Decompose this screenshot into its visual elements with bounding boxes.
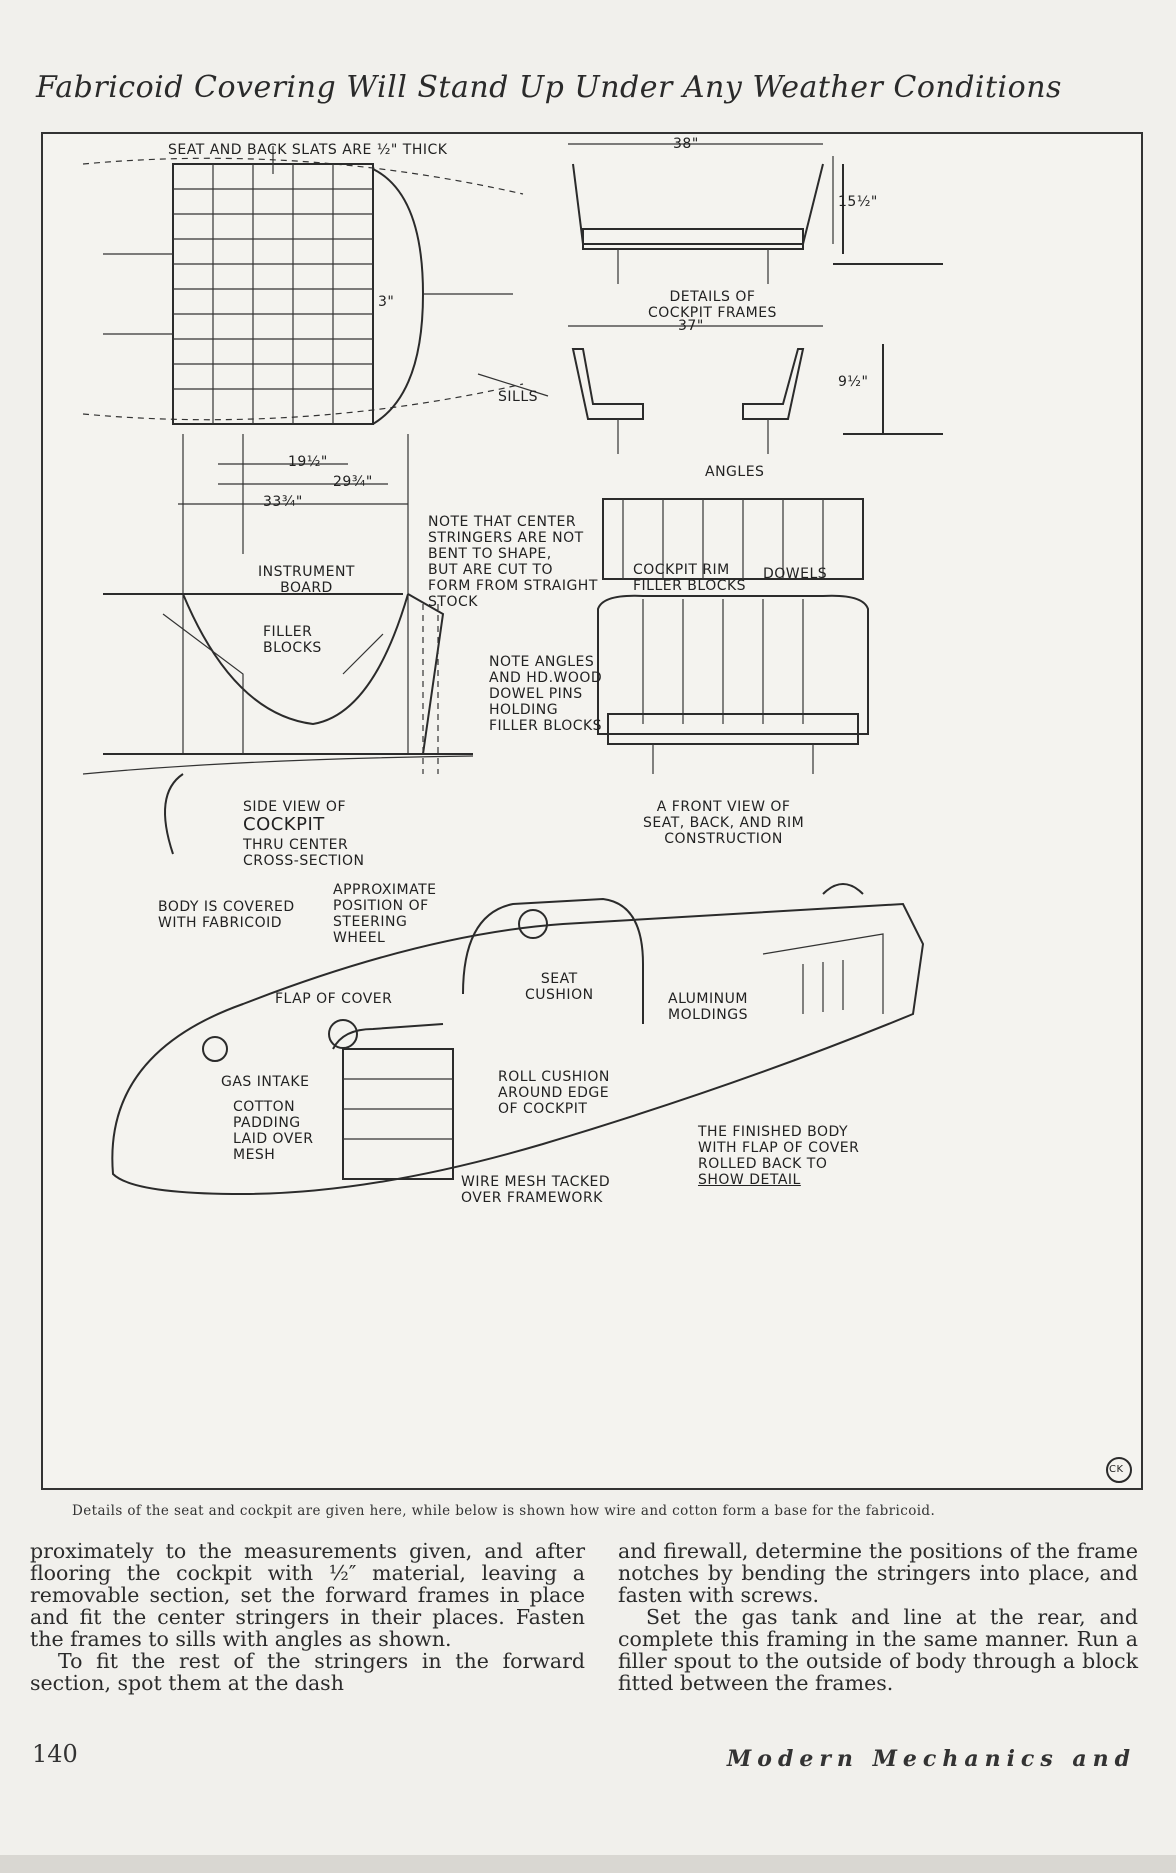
label-show-detail: SHOW DETAIL [698,1172,801,1188]
artist-logo [1106,1457,1132,1483]
front-view-drawing [597,498,869,774]
line-drawing [82,143,1132,1483]
illustration: SEAT AND BACK SLATS ARE ½" THICK 38" 15½… [41,132,1143,1490]
body-paragraph: proximately to the measurements given, a… [30,1539,585,1651]
label-dim-9-half: 9½" [838,374,869,390]
label-cockpit-frames: DETAILS OF COCKPIT FRAMES [648,289,777,321]
label-cotton: COTTON PADDING LAID OVER MESH [233,1099,314,1163]
label-wire-mesh: WIRE MESH TACKED OVER FRAMEWORK [461,1174,611,1206]
label-finished-body: THE FINISHED BODY WITH FLAP OF COVER ROL… [698,1124,860,1172]
artist-logo-text: CK [1109,1464,1124,1475]
label-dim-3: 3" [378,294,395,310]
running-footer: Modern Mechanics and [726,1746,1136,1772]
body-column-left: proximately to the measurements given, a… [30,1540,585,1694]
label-gas-intake: GAS INTAKE [221,1074,310,1090]
label-angles: ANGLES [705,464,765,480]
label-seat-cushion: SEAT CUSHION [525,971,594,1003]
label-dim-38: 38" [673,136,699,152]
label-rim-filler: COCKPIT RIM FILLER BLOCKS [633,562,747,594]
label-aluminum: ALUMINUM MOLDINGS [668,991,749,1023]
label-dim-37: 37" [678,318,704,334]
body-paragraph: To fit the rest of the stringers in the … [30,1649,585,1695]
label-side-view-3: THRU CENTER CROSS-SECTION [243,837,365,869]
label-filler-blocks: FILLER BLOCKS [263,624,322,656]
label-note-angles: NOTE ANGLES AND HD.WOOD DOWEL PINS HOLDI… [489,654,603,734]
figure-caption: Details of the seat and cockpit are give… [72,1503,936,1519]
label-instrument-board: INSTRUMENT BOARD [258,564,355,596]
side-view-drawing [82,593,474,855]
label-sills: SILLS [498,389,539,405]
label-dim-15-half: 15½" [838,194,878,210]
label-flap: FLAP OF COVER [275,991,393,1007]
label-dim-19-half: 19½" [288,454,328,470]
label-dim-29-3-4: 29¾" [333,474,373,490]
label-dim-33-3-4: 33¾" [263,494,303,510]
label-front-view: A FRONT VIEW OF SEAT, BACK, AND RIM CONS… [643,799,805,847]
label-dowels: DOWELS [763,566,828,582]
page-number: 140 [32,1740,78,1768]
body-column-right: and firewall, determine the positions of… [618,1540,1138,1694]
cockpit-frames-drawing [568,143,943,454]
label-roll-cushion: ROLL CUSHION AROUND EDGE OF COCKPIT [498,1069,610,1117]
body-paragraph: Set the gas tank and line at the rear, a… [618,1605,1138,1695]
label-steering: APPROXIMATE POSITION OF STEERING WHEEL [333,882,437,946]
label-body-covered: BODY IS COVERED WITH FABRICOID [158,899,295,931]
label-slats: SEAT AND BACK SLATS ARE ½" THICK [168,142,448,158]
label-side-view-1: SIDE VIEW OF [243,799,347,815]
page-title: Fabricoid Covering Will Stand Up Under A… [36,70,1062,105]
body-paragraph: and firewall, determine the positions of… [618,1539,1138,1607]
page-edge [0,1855,1176,1873]
finished-body-drawing [111,883,925,1196]
seat-slats-drawing [82,146,549,754]
label-note-stringers: NOTE THAT CENTER STRINGERS ARE NOT BENT … [428,514,598,610]
label-side-view-2: COCKPIT [243,814,325,835]
